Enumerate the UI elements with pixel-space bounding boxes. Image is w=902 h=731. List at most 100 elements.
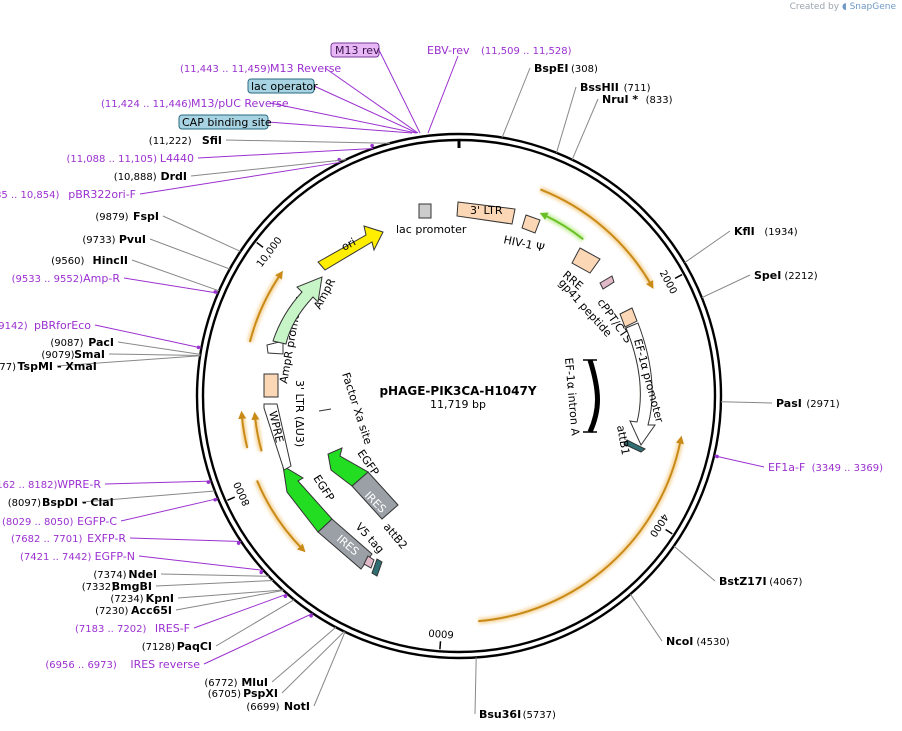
orf-arrowhead bbox=[275, 270, 283, 280]
leader-line bbox=[555, 86, 577, 153]
leader-line bbox=[160, 573, 269, 577]
primer-name: pBRforEco bbox=[34, 319, 91, 332]
orf-arrowhead bbox=[676, 435, 684, 445]
primer-site-mark bbox=[309, 614, 313, 618]
tick-mark bbox=[439, 641, 442, 650]
enzyme-name: TspMI bbox=[17, 360, 53, 373]
leader-line bbox=[673, 545, 716, 582]
primer-site-mark bbox=[196, 345, 201, 350]
leader-line bbox=[629, 593, 663, 642]
leader-line bbox=[190, 159, 347, 177]
primer-name: IRES-F bbox=[155, 622, 190, 635]
primer-site-mark bbox=[206, 480, 211, 484]
orf-glow bbox=[246, 273, 283, 343]
leader-line bbox=[501, 67, 531, 138]
leader-line bbox=[324, 67, 419, 134]
orf-arc bbox=[256, 480, 303, 550]
three-ltr-feature: 3' LTR bbox=[456, 201, 516, 225]
primer-position: (9124 .. 9142) bbox=[0, 321, 28, 332]
enzyme-name: DrdI bbox=[160, 170, 187, 183]
leader-line bbox=[225, 139, 391, 144]
primer-site-mark bbox=[715, 454, 719, 459]
enzyme-position: (10,888) bbox=[114, 172, 157, 183]
promoter-arrowhead bbox=[539, 212, 549, 220]
m13-reverse-pos: (11,443 .. 11,459) bbox=[180, 64, 271, 75]
enzyme-name: BspEI bbox=[534, 62, 568, 75]
enzyme-name: KflI bbox=[734, 225, 755, 238]
enzyme-name: PasI bbox=[776, 397, 802, 410]
leader-line bbox=[123, 277, 219, 294]
m13-puc-pos: (11,424 .. 11,446) bbox=[101, 99, 192, 110]
enzyme-position: (7128) bbox=[142, 642, 175, 653]
leader-line bbox=[81, 490, 215, 503]
enzyme-name: Acc65I bbox=[131, 604, 172, 617]
factor-xa-label: Factor Xa site bbox=[339, 371, 375, 446]
leader-line bbox=[177, 589, 283, 599]
leader-line bbox=[162, 215, 241, 252]
tick-mark bbox=[674, 273, 683, 280]
m13-reverse-label: M13 Reverse bbox=[270, 62, 341, 75]
orf-arrowhead bbox=[251, 411, 260, 421]
orf-arrowhead bbox=[297, 543, 306, 553]
leader-line bbox=[281, 631, 345, 694]
wpre-feature bbox=[263, 403, 292, 471]
enzyme-name: BstZ17I bbox=[719, 575, 767, 588]
leader-line bbox=[149, 238, 231, 270]
map-title: pHAGE-PIK3CA-H1047Y bbox=[379, 384, 536, 398]
enzyme-position: (308) bbox=[571, 64, 598, 75]
enzyme-name: SmaI bbox=[74, 348, 105, 361]
egfp-feature-upper bbox=[327, 447, 369, 487]
leader-line bbox=[108, 353, 201, 356]
leader-line bbox=[571, 98, 599, 160]
primer-position: (3349 .. 3369) bbox=[812, 463, 884, 474]
enzyme-position: (2212) bbox=[784, 271, 817, 282]
credit-prefix: Created by bbox=[789, 2, 840, 12]
primer-position: (6956 .. 6973) bbox=[45, 660, 117, 671]
tick-mark bbox=[227, 496, 236, 501]
enzyme-position: (7234) bbox=[110, 594, 143, 605]
leader-line bbox=[713, 455, 765, 468]
attb1-label: attB1 bbox=[614, 424, 632, 456]
leader-line bbox=[94, 324, 202, 349]
primer-name: WPRE-R bbox=[57, 478, 101, 491]
enzyme-position: (1934) bbox=[764, 227, 797, 238]
enzyme-name: FspI bbox=[133, 210, 159, 223]
orf-arrowhead bbox=[646, 280, 654, 289]
enzyme-position: (2971) bbox=[806, 399, 839, 410]
hiv-psi-label: HIV-1 Ψ bbox=[502, 233, 546, 254]
enzyme-name: NcoI bbox=[666, 635, 693, 648]
primer-site-mark bbox=[259, 570, 264, 575]
v5-tag-feature bbox=[363, 555, 375, 569]
enzyme-name: NotI bbox=[284, 700, 310, 713]
primer-name: Amp-R bbox=[83, 272, 120, 285]
top-labels: M13 rev EBV-rev (11,509 .. 11,528) (11,4… bbox=[101, 42, 572, 130]
cppt-feature bbox=[619, 307, 638, 328]
primer-name: pBR322ori-F bbox=[68, 188, 136, 201]
enzyme-name: PacI bbox=[88, 336, 114, 349]
enzyme-position: (9560) bbox=[51, 256, 84, 267]
primer-name: EXFP-R bbox=[87, 532, 126, 545]
ef1a-promoter-feature bbox=[625, 322, 656, 447]
primer-name: EGFP-N bbox=[95, 550, 135, 563]
enzyme-position: (9077) bbox=[0, 362, 16, 373]
leader-line bbox=[215, 599, 295, 647]
leader-line bbox=[139, 161, 341, 195]
enzyme-position: (9879) bbox=[95, 212, 128, 223]
ori-feature bbox=[317, 225, 384, 271]
leader-line bbox=[720, 401, 773, 404]
primer-position: (11,088 .. 11,105) bbox=[67, 154, 158, 165]
enzyme-name: PvuI bbox=[119, 233, 146, 246]
gp41-feature bbox=[599, 275, 615, 290]
primer-position: (7421 .. 7442) bbox=[20, 552, 92, 563]
enzyme-position: (6705) bbox=[208, 689, 241, 700]
hiv-psi-feature bbox=[521, 214, 541, 234]
leader-line bbox=[378, 49, 421, 134]
m13-puc-label: M13/pUC Reverse bbox=[191, 97, 289, 110]
primer-position: (7682 .. 7701) bbox=[11, 534, 83, 545]
credit-brand: SnapGene bbox=[849, 2, 896, 12]
enzyme-name: PaqCI bbox=[177, 640, 212, 653]
enzyme-name: BspDI bbox=[42, 496, 78, 509]
leader-line bbox=[193, 593, 288, 629]
primer-position: (10,835 .. 10,854) bbox=[0, 190, 59, 201]
primer-position: (9533 .. 9552) bbox=[12, 274, 84, 285]
